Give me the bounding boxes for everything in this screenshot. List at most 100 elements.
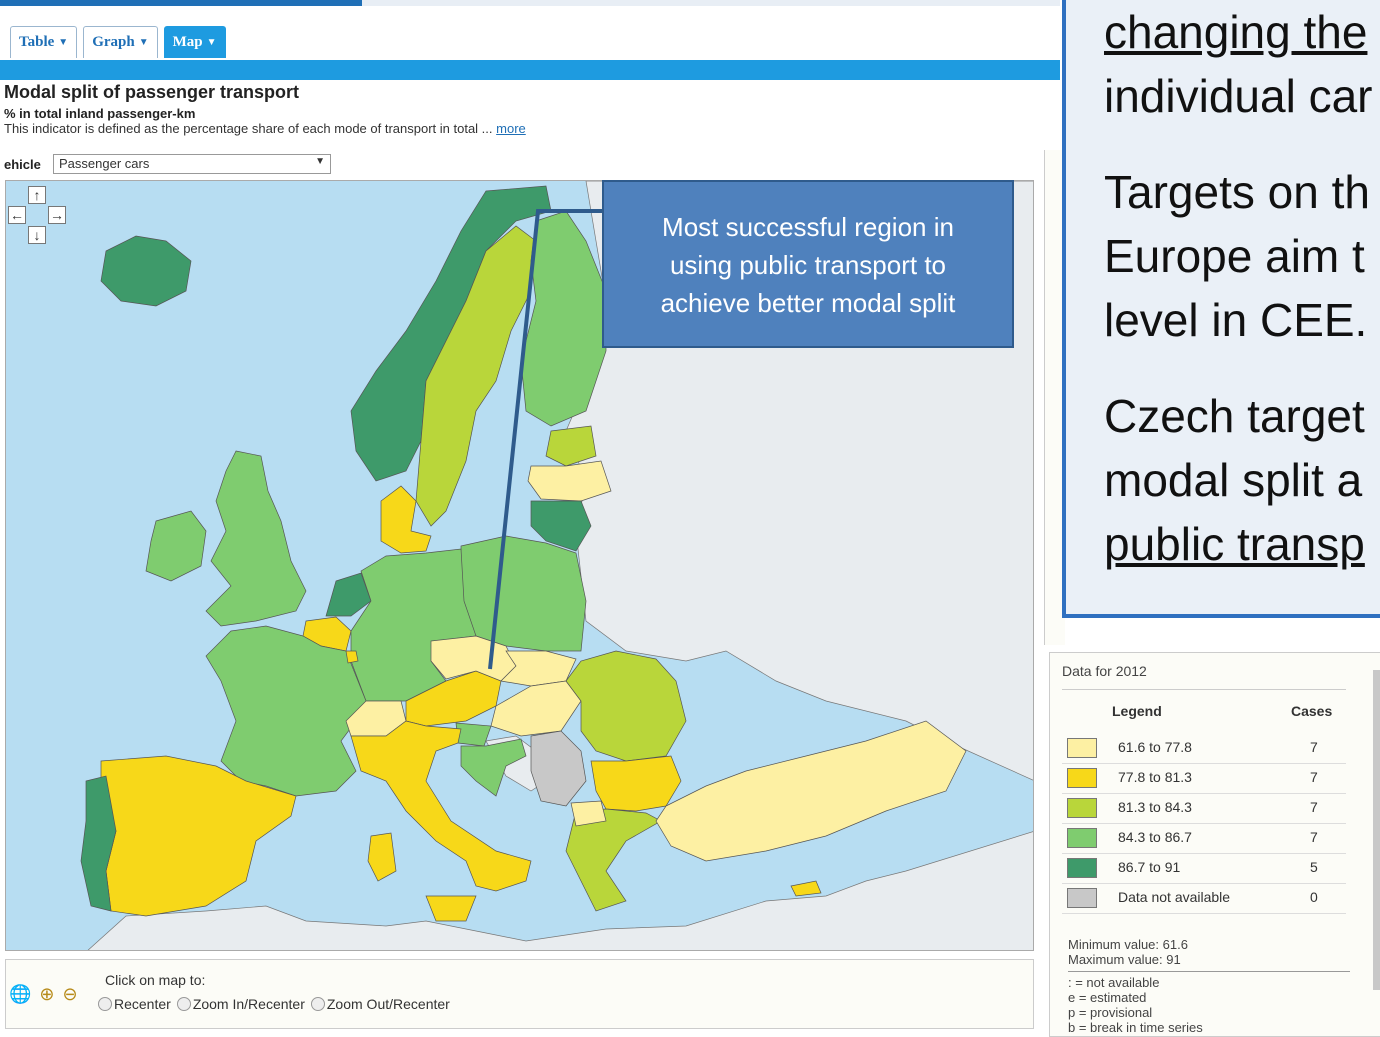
- side-panel-edge: [1044, 150, 1065, 645]
- map-region-hungary[interactable]: [490, 680, 582, 737]
- legend-swatch: [1067, 738, 1097, 758]
- top-strip: [0, 0, 1060, 6]
- more-link[interactable]: more: [496, 121, 526, 136]
- vehicle-select[interactable]: Passenger cars▼: [53, 154, 331, 174]
- note: e = estimated: [1068, 990, 1147, 1005]
- pan-right-button[interactable]: →: [48, 206, 66, 224]
- pan-down-button[interactable]: ↓: [28, 226, 46, 244]
- callout-box: Most successful region in using public t…: [602, 180, 1014, 348]
- legend-panel: Data for 2012 Legend Cases 61.6 to 77.8 …: [1049, 652, 1380, 1037]
- legend-count: 7: [1310, 799, 1318, 815]
- map-region-north-macedonia[interactable]: [570, 800, 607, 827]
- slide-line: Europe aim t: [1104, 230, 1365, 282]
- legend-swatch: [1067, 858, 1097, 878]
- map-region-sardinia[interactable]: [367, 832, 397, 882]
- callout-line: Most successful region in: [662, 212, 954, 242]
- callout-line: using public transport to: [669, 250, 947, 280]
- map-region-uk[interactable]: [205, 450, 307, 627]
- legend-swatch: [1067, 828, 1097, 848]
- legend-row[interactable]: 84.3 to 86.7 7: [1062, 823, 1346, 854]
- legend-count: 7: [1310, 829, 1318, 845]
- slide-line: public transp: [1104, 518, 1365, 570]
- legend-header: Legend: [1112, 703, 1162, 719]
- map-region-turkey[interactable]: [655, 720, 967, 862]
- globe-icon[interactable]: 🌐: [9, 984, 32, 1004]
- legend-count: 5: [1310, 859, 1318, 875]
- map-region-finland[interactable]: [520, 210, 607, 427]
- map-region-africa-nodata[interactable]: [86, 831, 1034, 951]
- map-region-italy[interactable]: [350, 720, 532, 892]
- map-region-romania[interactable]: [565, 650, 687, 762]
- map-region-norway[interactable]: [350, 185, 552, 482]
- radio-recenter[interactable]: Recenter: [98, 996, 171, 1012]
- map-region-netherlands[interactable]: [325, 572, 372, 617]
- click-instruction: Click on map to:: [105, 972, 206, 988]
- legend-row[interactable]: 61.6 to 77.8 7: [1062, 733, 1346, 764]
- radio-zoom-in-recenter[interactable]: Zoom In/Recenter: [176, 996, 305, 1012]
- map-region-cyprus[interactable]: [790, 880, 822, 897]
- map-region-greece[interactable]: [565, 808, 662, 912]
- zoom-in-icon[interactable]: ⊕: [39, 984, 55, 1004]
- tab-graph[interactable]: Graph▼: [83, 26, 158, 58]
- legend-swatch: [1067, 768, 1097, 788]
- legend-label: 81.3 to 84.3: [1118, 799, 1192, 815]
- flag-notes: : = not available e = estimated p = prov…: [1068, 975, 1203, 1035]
- zoom-out-icon[interactable]: ⊖: [62, 984, 78, 1004]
- legend-row[interactable]: 81.3 to 84.3 7: [1062, 793, 1346, 824]
- pan-up-button[interactable]: ↑: [28, 186, 46, 204]
- map-region-iceland[interactable]: [100, 235, 192, 307]
- map-region-bulgaria[interactable]: [590, 755, 682, 812]
- map-region-serbia-nodata[interactable]: [530, 730, 587, 807]
- legend-label: 61.6 to 77.8: [1118, 739, 1192, 755]
- map-toolbar: 🌐 ⊕ ⊖ Click on map to: Recenter Zoom In/…: [5, 959, 1034, 1029]
- legend-count: 0: [1310, 889, 1318, 905]
- indicator-unit: % in total inland passenger-km: [4, 106, 196, 121]
- legend-count: 7: [1310, 769, 1318, 785]
- arrow-right-icon: →: [50, 207, 64, 223]
- map-region-croatia[interactable]: [460, 738, 527, 797]
- legend-label: 86.7 to 91: [1118, 859, 1181, 875]
- map-region-france[interactable]: [205, 625, 367, 797]
- map-region-lithuania[interactable]: [530, 500, 592, 552]
- tab-map[interactable]: Map▼: [163, 26, 226, 58]
- legend-count: 7: [1310, 739, 1318, 755]
- map-region-poland[interactable]: [460, 535, 587, 652]
- radio-dot: [176, 997, 191, 1011]
- callout-leader-line: [488, 209, 604, 670]
- map-region-latvia[interactable]: [527, 460, 612, 502]
- note: p = provisional: [1068, 1005, 1153, 1020]
- min-max-values: Minimum value: 61.6 Maximum value: 91: [1068, 937, 1188, 967]
- map-region-ireland[interactable]: [145, 510, 207, 582]
- map-region-estonia[interactable]: [545, 425, 597, 467]
- chevron-down-icon: ▼: [58, 37, 69, 48]
- legend-row[interactable]: 77.8 to 81.3 7: [1062, 763, 1346, 794]
- slide-line: changing the: [1104, 6, 1368, 58]
- radio-dot: [310, 997, 325, 1011]
- legend-row[interactable]: 86.7 to 91 5: [1062, 853, 1346, 884]
- slide-line: modal split a: [1104, 454, 1363, 506]
- indicator-description: This indicator is defined as the percent…: [4, 121, 526, 136]
- legend-label: 84.3 to 86.7: [1118, 829, 1192, 845]
- legend-swatch: [1067, 798, 1097, 818]
- map-region-slovenia[interactable]: [455, 722, 492, 747]
- pan-left-button[interactable]: ←: [8, 206, 26, 224]
- max-value: Maximum value: 91: [1068, 952, 1181, 967]
- map-region-denmark[interactable]: [380, 485, 432, 554]
- radio-zoom-out-recenter[interactable]: Zoom Out/Recenter: [310, 996, 450, 1012]
- vehicle-selected-value: Passenger cars: [59, 156, 150, 171]
- slide-line: Czech target: [1104, 390, 1365, 442]
- arrow-left-icon: ←: [10, 207, 24, 223]
- chevron-down-icon: ▼: [206, 37, 217, 48]
- note: : = not available: [1068, 975, 1160, 990]
- legend-row[interactable]: Data not available 0: [1062, 883, 1346, 914]
- click-mode-options: Recenter Zoom In/Recenter Zoom Out/Recen…: [98, 996, 450, 1012]
- view-tabs: Table▼ Graph▼ Map▼: [10, 26, 226, 60]
- map-region-luxembourg[interactable]: [345, 650, 359, 664]
- indicator-title: Modal split of passenger transport: [4, 82, 300, 102]
- legend-scrollbar[interactable]: [1373, 670, 1380, 990]
- description-text: This indicator is defined as the percent…: [4, 121, 493, 136]
- map-region-sicily[interactable]: [425, 895, 477, 922]
- map-region-portugal[interactable]: [80, 775, 117, 912]
- tab-table[interactable]: Table▼: [10, 26, 78, 58]
- callout-line: achieve better modal split: [660, 288, 956, 318]
